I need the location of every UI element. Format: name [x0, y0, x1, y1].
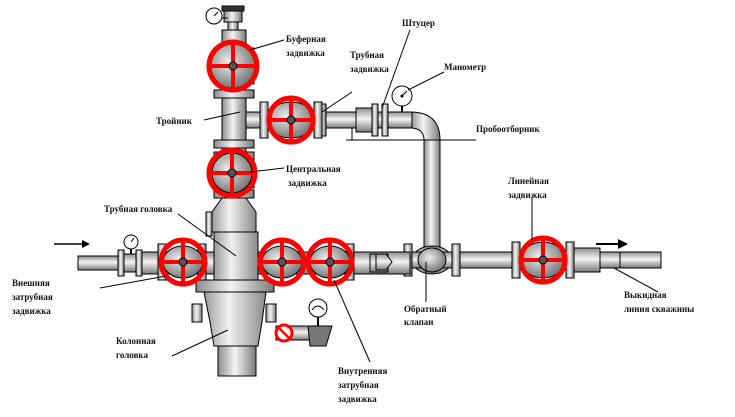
- label-inner-annulus-3: задвижка: [338, 394, 377, 404]
- outflow-arrow: [596, 239, 628, 249]
- label-sampler: Пробоотборник: [476, 124, 540, 134]
- label-outer-annulus-2: затрубная: [12, 292, 53, 302]
- check-valve: [403, 243, 461, 277]
- buffer-valve: [206, 39, 260, 93]
- label-manometer: Манометр: [444, 62, 486, 72]
- label-tubing-head: Трубная головка: [104, 204, 173, 214]
- label-central-valve: Центральная: [286, 164, 341, 174]
- label-buffer-valve-2: задвижка: [286, 48, 325, 58]
- label-tee: Тройник: [156, 116, 193, 126]
- sample-riser: [409, 111, 441, 253]
- label-tubing-valve: Трубная: [350, 50, 384, 60]
- label-central-valve-2: задвижка: [288, 178, 327, 188]
- central-valve: [206, 147, 258, 199]
- inner-annulus-valve-1: [257, 237, 307, 287]
- manometer-gauge: [391, 85, 413, 112]
- label-outlet-line-2: линия скважины: [624, 304, 694, 314]
- outer-annulus-valve: [157, 237, 208, 287]
- label-inner-annulus: Внутренняя: [338, 366, 387, 376]
- label-check-valve-2: клапан: [404, 317, 434, 327]
- label-check-valve: Обратный: [404, 304, 447, 314]
- inflow-arrow: [54, 240, 90, 248]
- tubing-valve: [259, 95, 323, 145]
- label-fitting: Штуцер: [402, 18, 435, 28]
- label-inner-annulus-2: затрубная: [338, 380, 379, 390]
- casing-side-outlet: [274, 298, 333, 347]
- label-casing-head-2: головка: [116, 350, 148, 360]
- label-line-valve-2: задвижка: [508, 190, 547, 200]
- line-valve: [511, 235, 575, 285]
- label-outer-annulus-3: задвижка: [12, 306, 51, 316]
- label-outer-annulus: Внешняя: [12, 278, 50, 288]
- labels: Буферная задвижка Трубная задвижка Штуце…: [12, 18, 694, 404]
- label-outlet-line: Выкидная: [624, 290, 667, 300]
- label-casing-head: Колонная: [116, 336, 156, 346]
- inner-annulus-valve-2: [305, 237, 355, 287]
- label-line-valve: Линейная: [508, 176, 549, 186]
- label-buffer-valve: Буферная: [286, 34, 326, 44]
- leader-lines: [99, 29, 659, 363]
- label-tubing-valve-2: задвижка: [350, 64, 389, 74]
